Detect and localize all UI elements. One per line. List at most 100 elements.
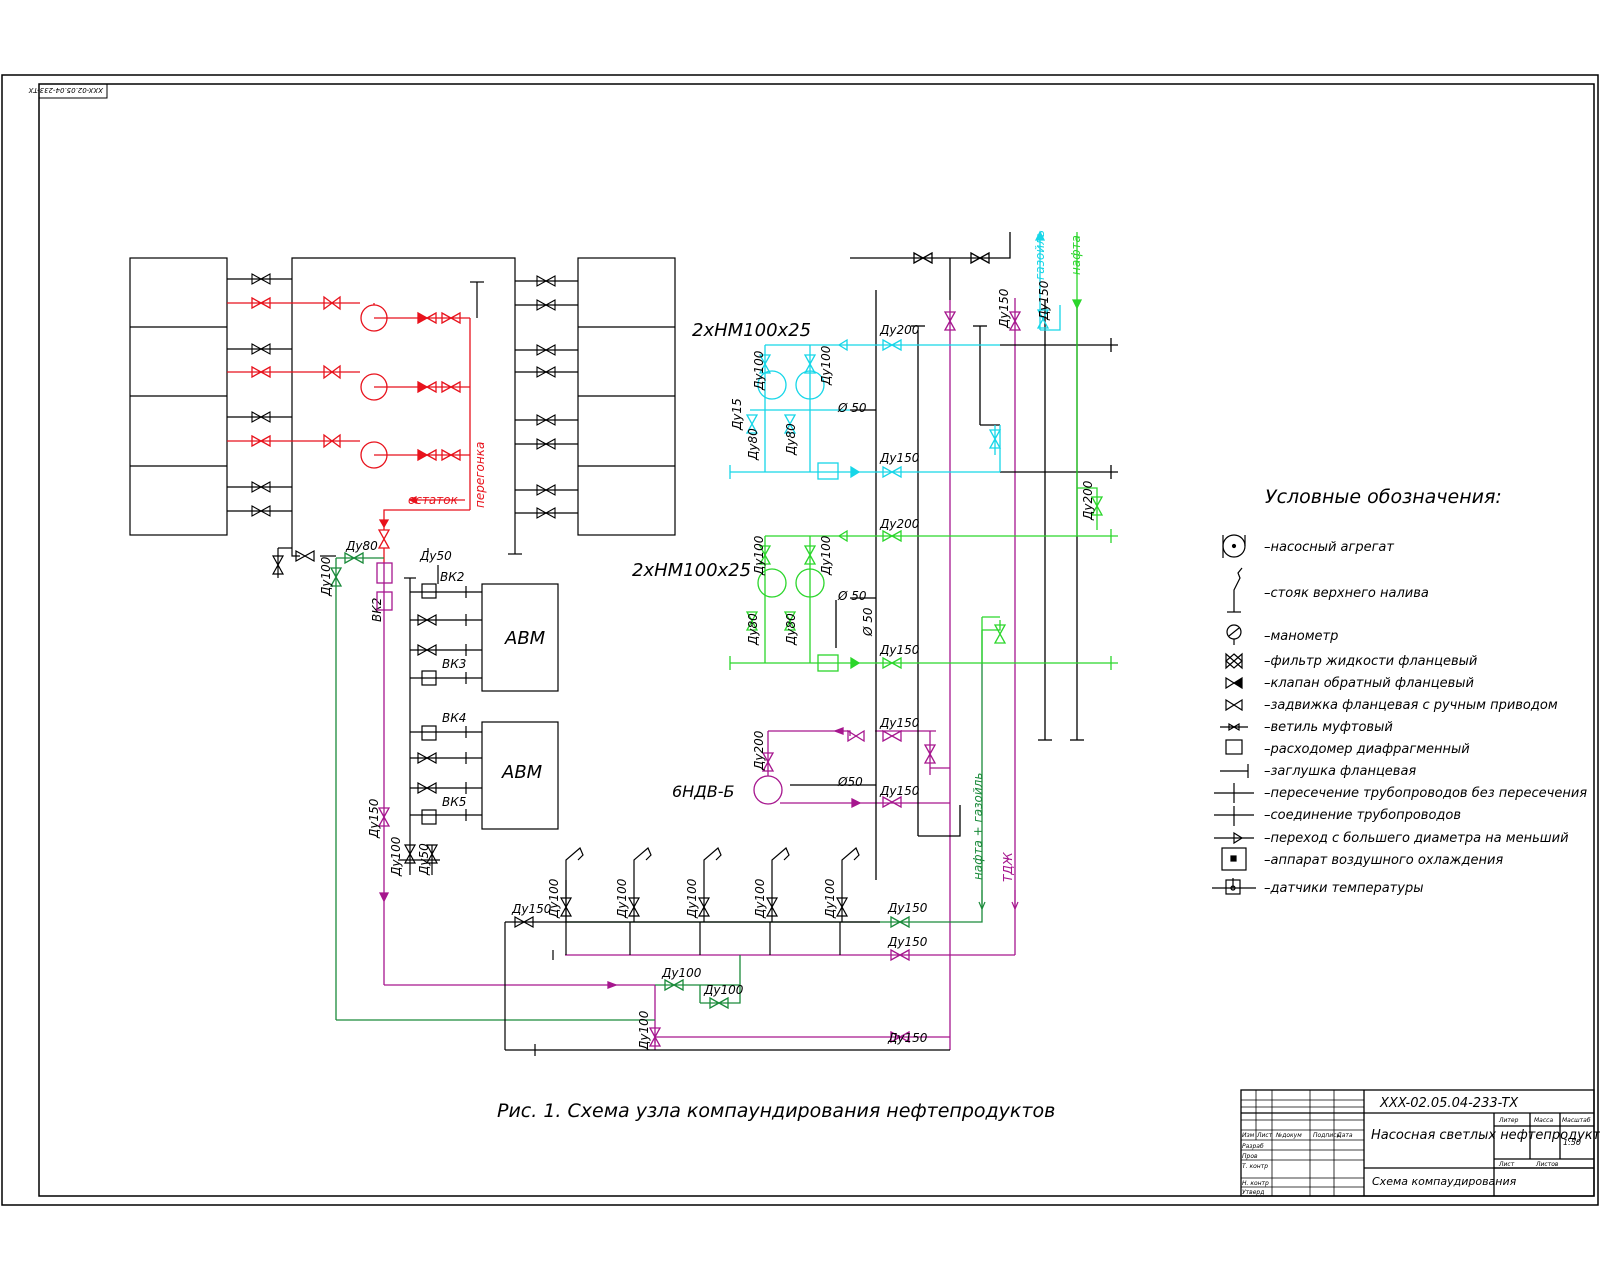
dn-label: Дy150 [887,935,928,949]
vk4-label: ВК4 [442,711,466,725]
coupling-valve-icon [1220,722,1248,732]
tb-lit-head: Масса [1534,1117,1553,1124]
legend-item: –аппарат воздушного охлаждения [1264,853,1503,868]
figure-caption: Рис. 1. Схема узла компаундирования нефт… [497,1100,1055,1122]
dn-label: Дy100 [823,878,837,919]
left-valves [251,273,556,519]
title-block [1240,1089,1595,1197]
title-block-texts: XXX-02.05.04-233-TX Насосная светлых неф… [1242,1096,1600,1196]
purple-lines [376,298,1022,1050]
tb-col-head: №докум [1275,1132,1302,1139]
pipe-joint-icon [1214,806,1254,826]
dn-label: Дy150 [879,716,920,730]
stamp-code: XXX-02.05.04-233-TX [1379,1096,1519,1111]
vk3-label: ВК3 [442,657,466,671]
dn-label: Дy80 [345,539,378,553]
tb-row-head: Пров [1242,1153,1258,1160]
legend-item: –расходомер диафрагменный [1264,742,1470,757]
dn-label: Дy50 [417,843,431,876]
stamp-name: Насосная светлых нефтепродуктов [1371,1128,1600,1143]
dn-label: Дy100 [752,350,766,391]
stamp-sheet-name: Схема компаудирования [1372,1175,1517,1188]
label-naphtha: нафта [1069,235,1083,275]
dn-label: Дy80 [784,423,798,456]
dn-label: Дy150 [367,798,381,839]
label-peregonka: перегонка [473,442,487,508]
pump-unit-icon [1222,534,1246,558]
air-cooler-icon [1221,847,1247,871]
green-lines [729,232,1118,672]
legend-title: Условные обозначения: [1265,486,1502,508]
temperature-sensor-icon [1212,878,1256,895]
legend-item: –ветиль муфтовый [1264,720,1393,735]
vk2-label: ВК2 [440,570,464,584]
dn-label: Дy50 [419,549,452,563]
tb-lit-head: Масштаб [1562,1117,1591,1124]
dn-label: Дy150 [879,451,920,465]
vk5-label: ВК5 [442,795,466,809]
dn-label: Дy100 [637,1010,651,1051]
dn-label: Дy150 [887,1031,928,1045]
dn-label: Дy100 [819,535,833,576]
dn-label: Дy100 [319,556,333,597]
label-ostatok: остаток [408,493,459,507]
dia-50-vert: Ø 50 [861,607,875,637]
dia-50-b: Ø 50 [837,589,867,603]
legend-item: –клапан обратный фланцевый [1264,676,1474,691]
abm-2-label: АВМ [501,762,543,783]
legend-item: –стояк верхнего налива [1264,586,1429,601]
dn-label: Дy200 [879,323,920,337]
tb-col-head: Лист [1256,1132,1273,1139]
dn-label: Дy200 [752,730,766,771]
pipe-crossing-icon [1214,783,1254,803]
corner-stamp [38,83,108,99]
dn-labels: Дy200 Дy150 Дy200 Дy150 Дy150 Дy150 Дy15… [319,280,1095,1051]
stamp-scale: 1:50 [1563,1138,1581,1147]
left-tank-block [129,257,676,555]
dn-label: Дy100 [753,878,767,919]
red-pump-lines [227,295,471,563]
dia-50-a: Ø 50 [837,401,867,415]
tb-sheet-head: Лист [1498,1161,1515,1168]
tb-col-head: Подпись [1313,1132,1340,1139]
tb-row-head: Разраб [1242,1143,1264,1150]
gate-valve-icon [1225,698,1243,712]
dn-label: Дy150 [1037,280,1051,321]
flange-plug-icon [1220,764,1249,778]
label-naphtha-gasoil: нафта + газойль [971,773,985,880]
red-check-valves [418,313,428,460]
legend-item: –пересечение трубопроводов без пересечен… [1264,786,1587,801]
tb-row-head: Т. контр [1242,1163,1268,1170]
cyan-lines [729,230,1061,480]
dn-label: Дy100 [389,836,403,877]
abm-1-label: АВМ [504,628,546,649]
outer-frame [1,74,1599,1206]
dn-label: Дy100 [819,345,833,386]
tb-col-head: Изм [1242,1132,1255,1139]
dn-label: Дy100 [615,878,629,919]
tb-lit-head: Литер [1498,1117,1519,1124]
dn-label: Дy80 [746,428,760,461]
legend-icons [1212,534,1256,895]
pump-group-2-label: 2хНМ100х25 [632,560,751,581]
dn-label: Дy150 [511,902,552,916]
dn-label: Дy150 [879,784,920,798]
dn-label: Дy15 [730,398,744,431]
left-black-lines [227,278,578,514]
legend-item: –соединение трубопроводов [1264,808,1461,823]
loading-risers [559,847,860,922]
tb-sheet-head: Листов [1535,1161,1559,1168]
tb-row-head: Н. контр [1242,1180,1269,1187]
flange-filter-icon [1225,652,1243,670]
manifold-black [790,232,1118,880]
label-tdzh: ТДЖ [1001,851,1015,882]
manifold-green-cyan-vertical [981,425,1002,663]
dn-label: Дy100 [703,983,744,997]
pump-3-label: 6НДВ-Б [672,782,734,801]
black-mid-lines [271,547,950,1056]
legend-item: –манометр [1264,629,1338,644]
dn-label: Дy150 [887,901,928,915]
check-valve-icon [1225,676,1243,690]
dn-label: Дy100 [752,535,766,576]
